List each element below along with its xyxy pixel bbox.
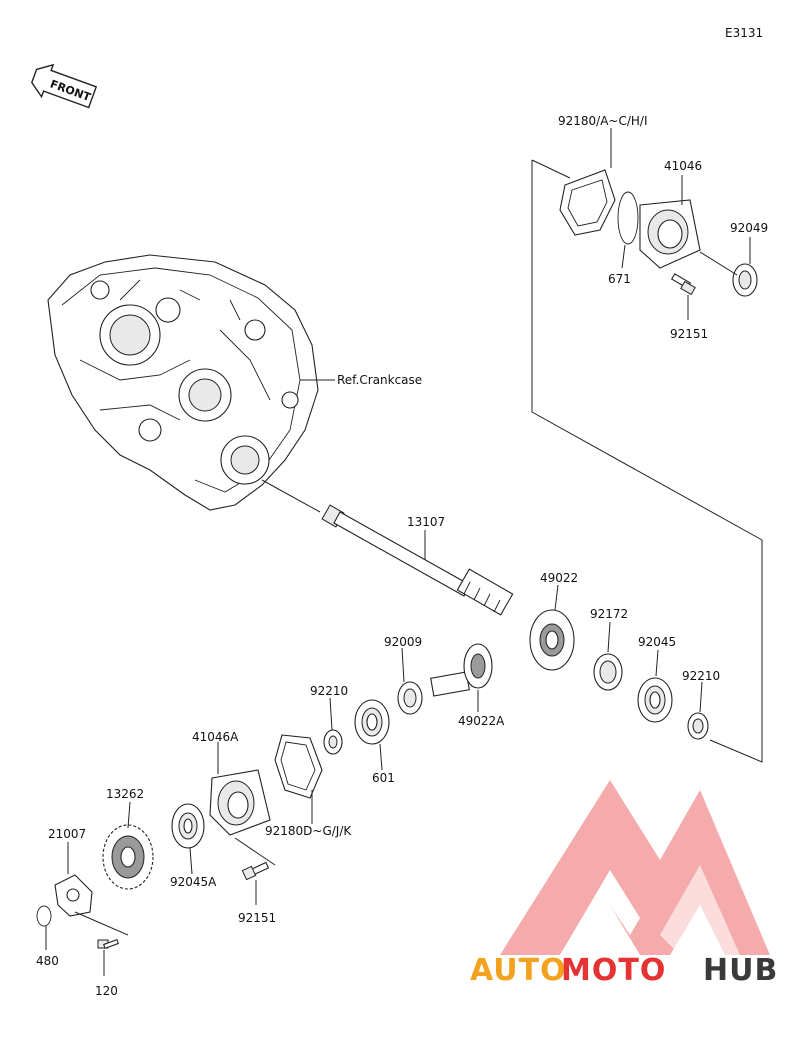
automotohub-wordmark: AUTO MOTO HUB	[470, 953, 778, 988]
plate-21007	[54, 874, 93, 917]
label-13262: 13262	[106, 787, 144, 801]
circlip-92210-right	[687, 712, 709, 740]
label-13107: 13107	[407, 515, 445, 529]
label-92045a: 92045A	[170, 875, 217, 889]
circlip-480	[36, 905, 52, 927]
bearing-92045	[637, 677, 673, 723]
label-49022a: 49022A	[458, 714, 505, 728]
label-671: 671	[608, 272, 631, 286]
bolt-92151-bottom	[241, 861, 270, 881]
washer-92009	[397, 681, 423, 715]
label-92172: 92172	[590, 607, 628, 621]
wordmark-moto: MOTO	[561, 953, 666, 988]
label-92045: 92045	[638, 635, 676, 649]
label-21007: 21007	[48, 827, 86, 841]
label-92210-right: 92210	[682, 669, 720, 683]
housing-41046	[639, 199, 701, 269]
o-ring-671	[617, 191, 639, 245]
gasket-92180	[559, 169, 616, 236]
label-92180-aci: 92180/A~C/H/I	[558, 114, 648, 128]
label-41046a: 41046A	[192, 730, 239, 744]
label-480: 480	[36, 954, 59, 968]
bearing-92045a	[171, 803, 205, 849]
label-92009: 92009	[384, 635, 422, 649]
label-92049: 92049	[730, 221, 768, 235]
diagram-id: E3131	[725, 26, 763, 40]
bearing-601	[354, 699, 390, 745]
gear-49022	[529, 609, 575, 671]
shim-92172	[593, 653, 623, 691]
wordmark-hub: HUB	[703, 953, 778, 988]
label-92151-bottom: 92151	[238, 911, 276, 925]
label-92151-top: 92151	[670, 327, 708, 341]
front-arrow-icon: FRONT	[31, 63, 98, 109]
gear-13262	[102, 824, 154, 890]
automotohub-logo	[500, 780, 770, 955]
bolt-92151-top	[670, 273, 696, 296]
seal-92049	[732, 263, 758, 297]
label-120: 120	[95, 984, 118, 998]
label-92210-left: 92210	[310, 684, 348, 698]
crankcase	[47, 254, 319, 511]
wordmark-auto: AUTO	[470, 953, 567, 988]
screw-120	[97, 939, 119, 949]
housing-41046a	[209, 769, 271, 836]
label-601: 601	[372, 771, 395, 785]
shaft-13107	[321, 504, 514, 616]
ref-crankcase-label: Ref.Crankcase	[337, 373, 422, 387]
label-49022: 49022	[540, 571, 578, 585]
circlip-92210-left	[323, 729, 343, 755]
gasket-92180d	[274, 734, 323, 799]
pinion-49022a	[430, 643, 493, 697]
label-41046: 41046	[664, 159, 702, 173]
label-92180-dgjk: 92180D~G/J/K	[265, 824, 352, 838]
